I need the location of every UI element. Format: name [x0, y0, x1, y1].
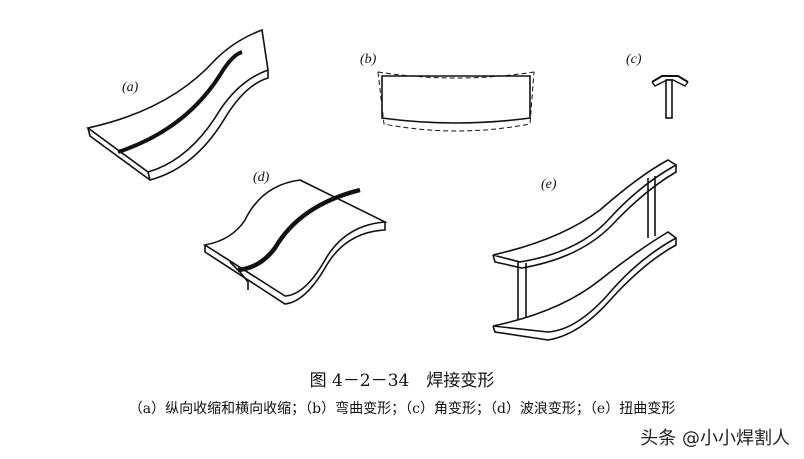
figure-b-label: (b) [360, 52, 377, 67]
figure-caption: （a）纵向收缩和横向收缩；（b）弯曲变形；（c）角变形；（d）波浪变形；（e）扭… [128, 401, 676, 417]
figure-d-wavy [202, 179, 388, 305]
figure-c-label: (c) [626, 52, 642, 67]
figure-e-torsion [492, 159, 678, 341]
figure-e-label: (e) [541, 177, 557, 192]
watermark: 头条 @小小焊割人 [640, 428, 790, 449]
figure-title: 图 4－2－34 焊接变形 [309, 371, 495, 391]
figure-b-bending [377, 71, 535, 132]
figure-d-label: (d) [253, 170, 270, 185]
figure-c-angular [651, 75, 689, 119]
figure-a-curved-plate [86, 28, 269, 181]
figure-a-label: (a) [122, 80, 139, 95]
